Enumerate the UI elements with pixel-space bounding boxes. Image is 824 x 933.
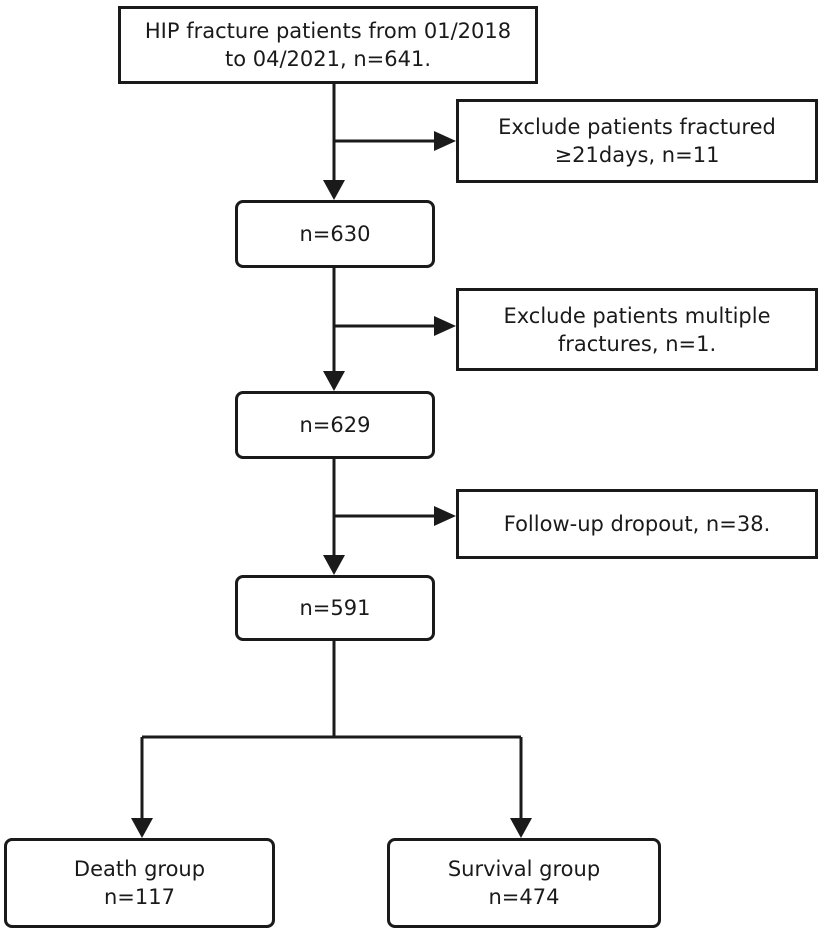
exclusion-box-2: Exclude patients multiple fractures, n=1… xyxy=(456,288,818,371)
start-line2: to 04/2021, n=641. xyxy=(224,47,431,71)
arrowhead-n591 xyxy=(323,555,345,575)
arrowhead-exclusion2 xyxy=(434,316,456,336)
start-line1: HIP fracture patients from 01/2018 xyxy=(144,19,512,43)
survival-group-title: Survival group xyxy=(447,857,601,881)
death-group-box: Death group n=117 xyxy=(4,838,275,928)
step-box-n630: n=630 xyxy=(235,200,435,268)
step-box-n629: n=629 xyxy=(235,391,435,459)
arrowhead-exclusion1 xyxy=(434,131,456,151)
arrowhead-n629 xyxy=(323,371,345,391)
start-box: HIP fracture patients from 01/2018 to 04… xyxy=(118,6,538,84)
step-box-n591: n=591 xyxy=(235,575,435,641)
arrowhead-death xyxy=(131,818,153,838)
step2-label: n=629 xyxy=(299,413,371,437)
exclusion1-line1: Exclude patients fractured xyxy=(498,115,776,139)
arrowhead-exclusion3 xyxy=(434,506,456,526)
exclusion-box-1: Exclude patients fractured ≥21days, n=11 xyxy=(456,99,818,183)
death-group-count: n=117 xyxy=(104,885,175,909)
survival-group-box: Survival group n=474 xyxy=(387,838,661,928)
exclusion2-line2: fractures, n=1. xyxy=(557,331,717,356)
step1-label: n=630 xyxy=(299,222,371,246)
exclusion-box-3: Follow-up dropout, n=38. xyxy=(456,489,818,559)
survival-group-count: n=474 xyxy=(488,885,560,909)
step3-label: n=591 xyxy=(299,596,371,620)
exclusion3-label: Follow-up dropout, n=38. xyxy=(503,512,771,536)
death-group-title: Death group xyxy=(73,857,206,881)
arrowhead-survival xyxy=(510,818,532,838)
exclusion2-line1: Exclude patients multiple xyxy=(503,303,771,328)
arrowhead-n630 xyxy=(323,180,345,200)
exclusion1-line2: ≥21days, n=11 xyxy=(554,143,720,167)
